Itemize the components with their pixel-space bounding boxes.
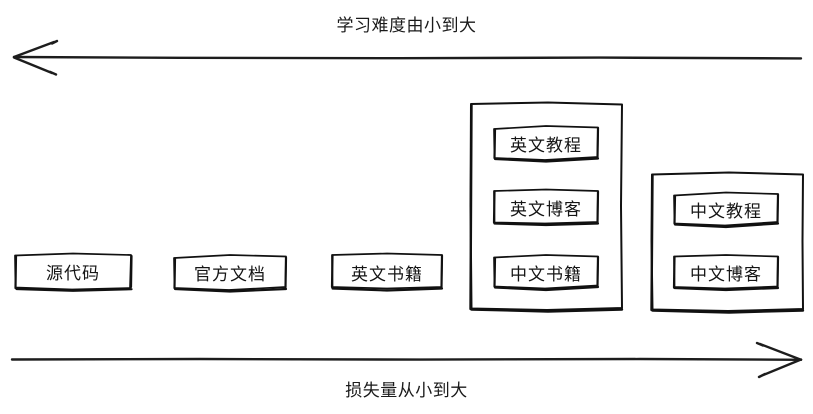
sketch-border [673,191,780,229]
sketch-border [493,125,600,163]
loss-axis-arrow [10,341,803,379]
node-label: 中文博客 [690,264,762,285]
node-english-books[interactable]: 英文书籍 [330,252,444,292]
node-label: 源代码 [46,264,100,284]
node-label: 中文书籍 [510,264,582,285]
node-chinese-books[interactable]: 中文书籍 [492,253,600,292]
sketch-border [492,188,600,227]
sketch-border [469,101,624,313]
sketch-border [14,252,133,292]
sketch-border [330,252,444,292]
node-label: 官方文档 [194,265,266,285]
sketch-border [672,254,780,292]
sketch-border [493,254,600,292]
node-chinese-blog[interactable]: 中文博客 [672,253,780,292]
node-official-docs[interactable]: 官方文档 [172,253,288,293]
sketch-border [173,254,288,293]
bottom-axis-label: 损失量从小到大 [345,381,468,401]
top-axis-label: 学习难度由小到大 [336,16,477,36]
sketch-border [650,171,805,314]
node-label: 英文教程 [510,135,582,156]
node-chinese-tutorial[interactable]: 中文教程 [672,190,780,229]
node-label: 中文教程 [690,201,762,222]
node-source-code[interactable]: 源代码 [13,252,133,292]
node-english-blog[interactable]: 英文博客 [492,188,600,227]
difficulty-axis-arrow [12,39,803,76]
node-label: 英文博客 [510,199,582,220]
node-label: 英文书籍 [351,264,423,285]
node-english-tutorial[interactable]: 英文教程 [492,124,600,163]
